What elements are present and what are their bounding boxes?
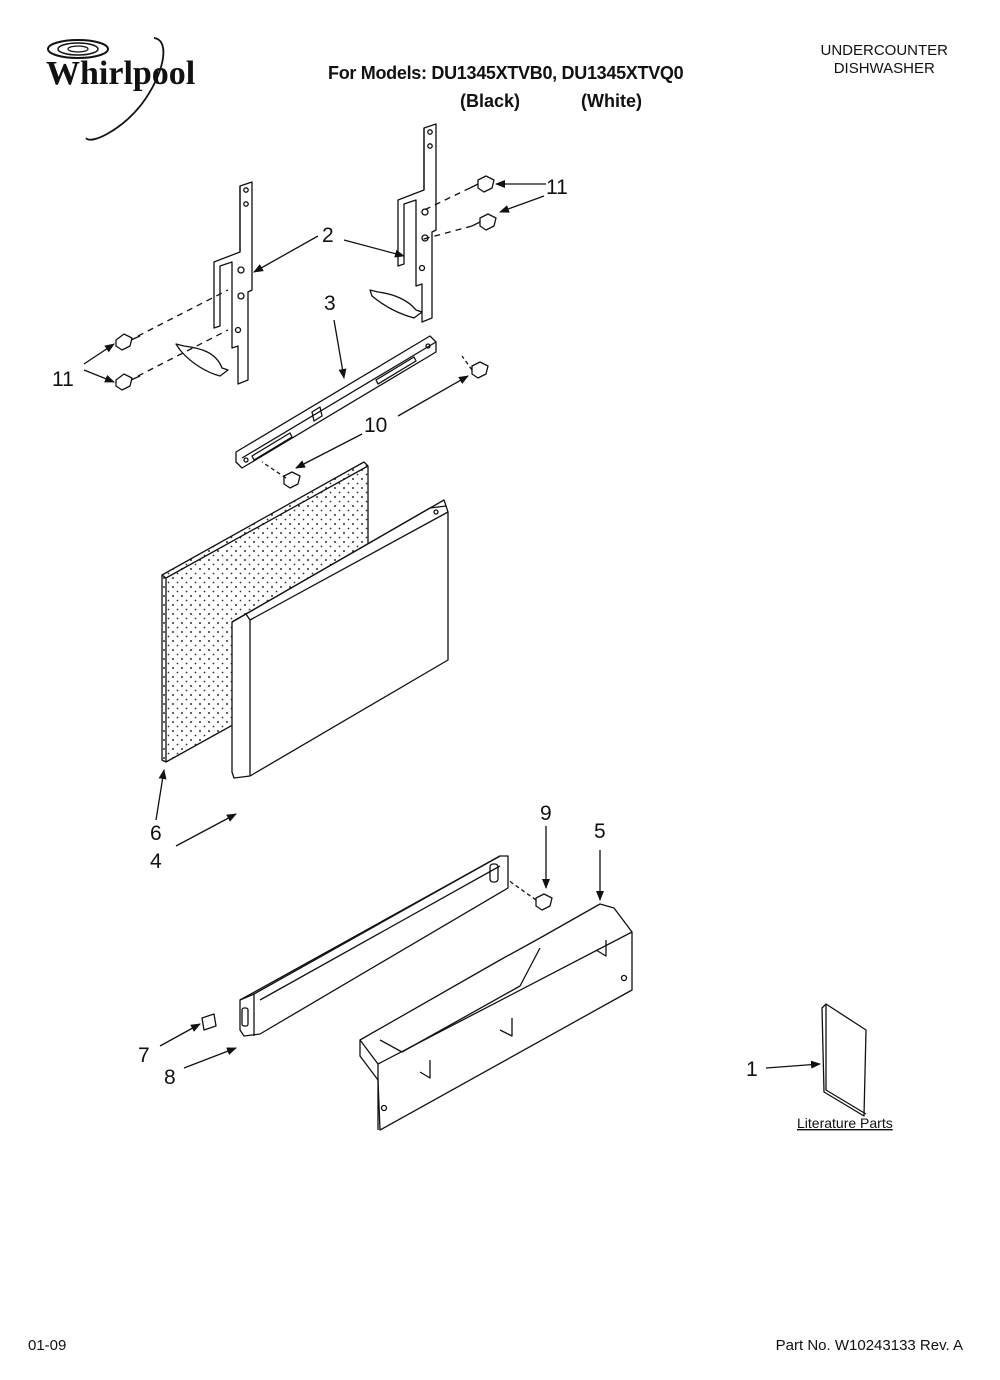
door-panel (231, 499, 449, 779)
callout-7: 7 (138, 1044, 150, 1067)
callout-1: 1 (746, 1058, 758, 1081)
color-black-label: (Black) (460, 91, 521, 111)
product-type-line2: DISHWASHER (833, 60, 935, 77)
toe-panel-bracket (359, 903, 633, 1131)
screw-toe-panel (507, 879, 553, 911)
models-line: For Models: DU1345XTVB0, DU1345XTVQ0 (328, 63, 684, 83)
assembly-lines (137, 187, 473, 377)
callout-9: 9 (540, 802, 552, 825)
logo-wordmark: Whirlpool (46, 55, 195, 92)
footer-date: 01-09 (28, 1337, 67, 1354)
door-rail-top (235, 335, 437, 469)
clip (201, 1013, 217, 1031)
callout-11-left: 11 (52, 368, 74, 391)
literature-parts (821, 1003, 867, 1117)
literature-parts-label: Literature Parts (797, 1115, 893, 1131)
callout-3: 3 (324, 292, 336, 315)
hinge-bracket-left (175, 181, 253, 385)
product-type-line1: UNDERCOUNTER (820, 42, 949, 59)
callout-8: 8 (164, 1066, 176, 1089)
callout-5: 5 (594, 820, 606, 843)
callout-6: 6 (150, 822, 162, 845)
callout-10: 10 (364, 414, 387, 437)
callout-4: 4 (150, 850, 162, 873)
screws-right-pair (469, 175, 497, 231)
toe-panel (239, 855, 509, 1037)
callout-2: 2 (322, 224, 334, 247)
whirlpool-logo: Whirlpool (46, 37, 195, 141)
leader-arrows (83, 180, 821, 1069)
product-type: UNDERCOUNTER DISHWASHER (821, 42, 949, 78)
screws-left-pair (115, 333, 141, 391)
footer-part-number: Part No. W10243133 Rev. A (775, 1337, 963, 1354)
screws-rail (261, 355, 489, 489)
color-white-label: (White) (581, 91, 642, 111)
callout-11-right: 11 (546, 176, 568, 199)
hinge-bracket-right (369, 123, 437, 323)
